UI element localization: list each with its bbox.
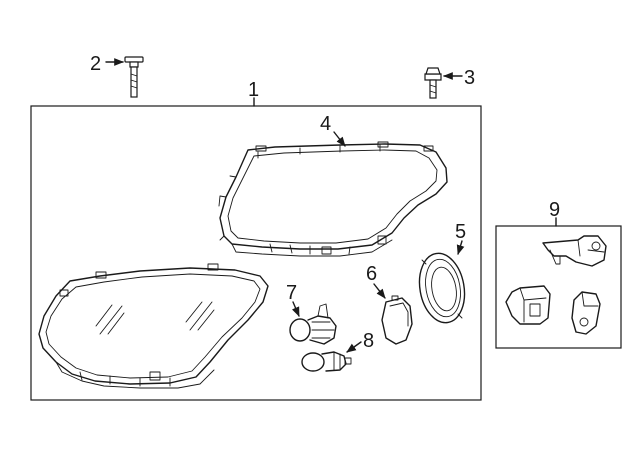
- screw-icon: [424, 67, 442, 99]
- mounting-bracket-icon: [542, 235, 607, 267]
- leader-7: [291, 301, 300, 317]
- callout-5: 5: [455, 221, 466, 243]
- leader-8: [346, 341, 362, 353]
- callout-9: 9: [549, 199, 560, 221]
- assembly-box: [30, 105, 482, 401]
- callout-3: 3: [464, 67, 475, 89]
- leader-6: [373, 283, 386, 299]
- callout-8: 8: [363, 330, 374, 352]
- mounting-kit-box: [495, 225, 622, 349]
- bolt-icon: [124, 56, 144, 98]
- callout-4: 4: [320, 113, 331, 135]
- headlamp-housing-icon: [218, 141, 448, 257]
- callout-2: 2: [90, 53, 101, 75]
- retaining-clip-icon: [505, 285, 551, 325]
- callout-1: 1: [248, 79, 259, 101]
- headlamp-assembly-icon: [38, 263, 269, 389]
- leader-5: [456, 240, 465, 255]
- cover-ring-icon: [418, 252, 466, 324]
- small-bulb-icon: [301, 351, 352, 372]
- adjuster-clip-icon: [571, 291, 601, 335]
- callout-7: 7: [286, 282, 297, 304]
- leader-4: [333, 131, 346, 147]
- callout-6: 6: [366, 263, 377, 285]
- bulb-socket-icon: [381, 295, 413, 345]
- halogen-bulb-icon: [289, 303, 337, 345]
